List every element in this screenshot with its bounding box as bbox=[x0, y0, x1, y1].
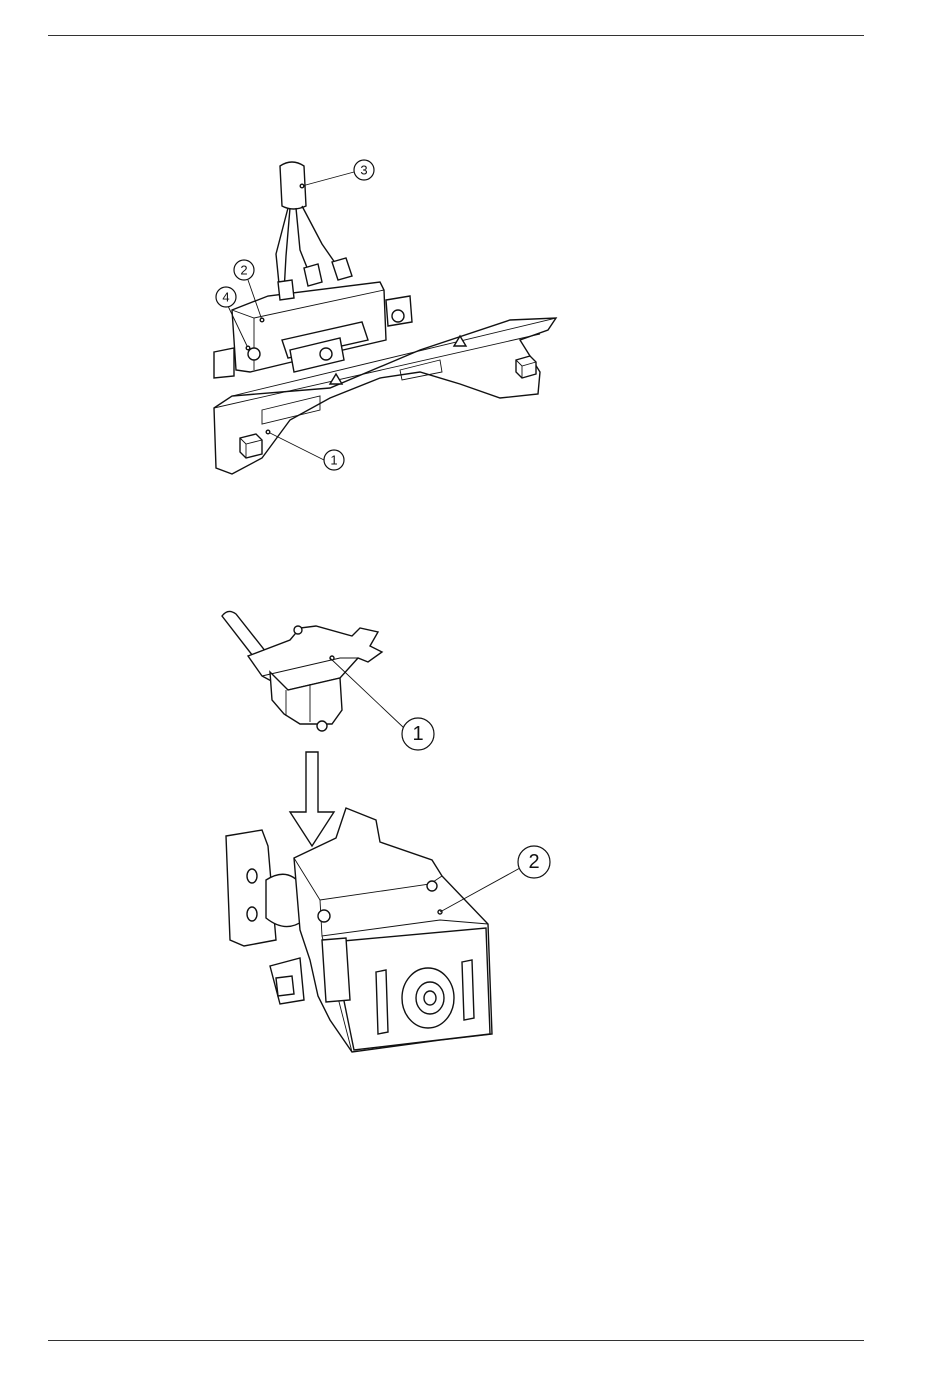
footer-rule bbox=[48, 1340, 864, 1341]
callout-1: 1 bbox=[324, 450, 344, 470]
cube-left bbox=[240, 434, 262, 458]
callout-4: 4 bbox=[216, 287, 236, 307]
svg-text:4: 4 bbox=[222, 290, 229, 305]
svg-text:1: 1 bbox=[412, 723, 423, 745]
clip-left bbox=[214, 348, 234, 378]
figure-1-shift-assembly bbox=[214, 162, 556, 474]
figure-2-module-lower bbox=[226, 808, 492, 1052]
svg-text:1: 1 bbox=[330, 453, 337, 468]
figure-2-module-upper bbox=[222, 611, 382, 731]
cube-right bbox=[516, 356, 536, 378]
svg-text:3: 3 bbox=[360, 163, 367, 178]
svg-text:2: 2 bbox=[240, 263, 247, 278]
insert-arrow bbox=[290, 752, 334, 846]
callout-fig2-2: 2 bbox=[518, 846, 550, 878]
svg-text:2: 2 bbox=[528, 851, 539, 873]
callout-3: 3 bbox=[354, 160, 374, 180]
callout-fig2-1: 1 bbox=[402, 718, 434, 750]
callout-2: 2 bbox=[234, 260, 254, 280]
